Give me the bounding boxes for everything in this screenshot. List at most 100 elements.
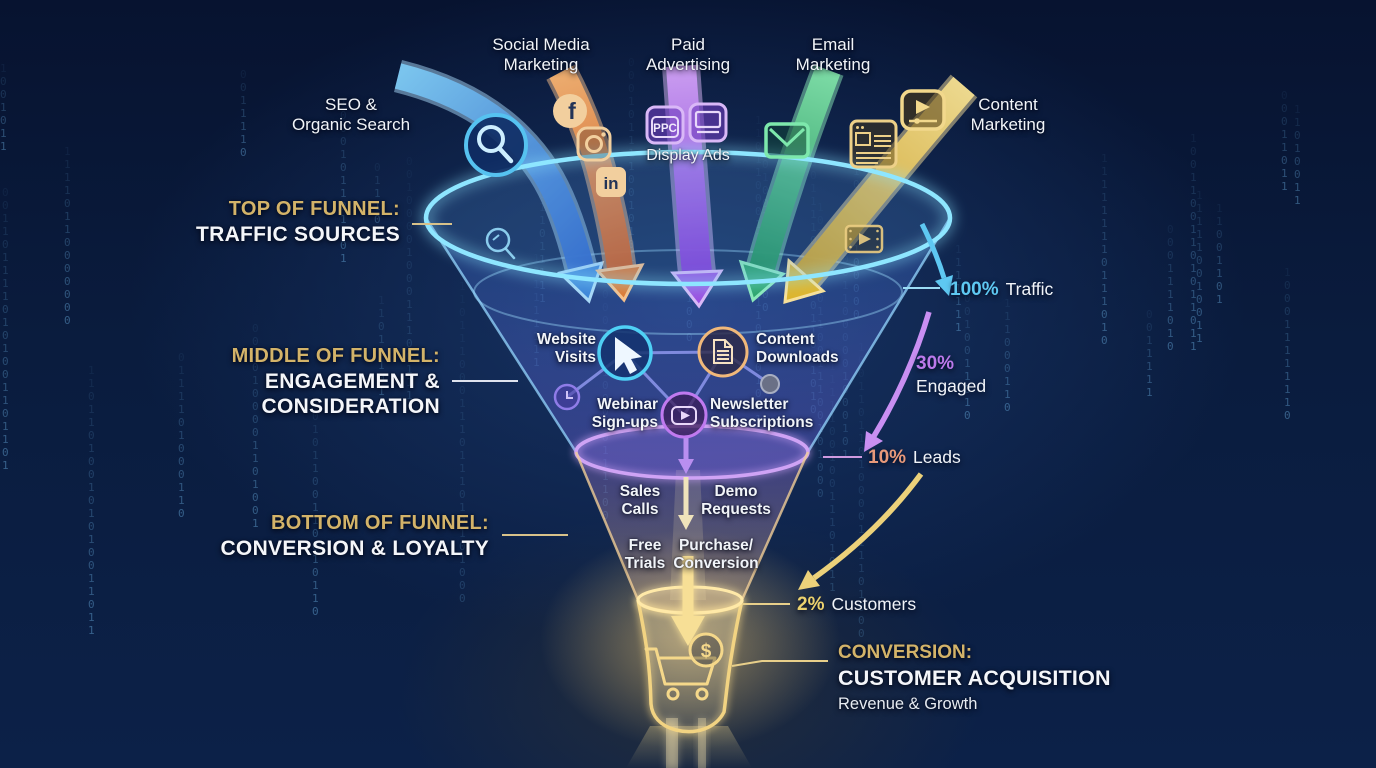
instagram-icon (576, 126, 612, 162)
funnel-wall (574, 451, 640, 601)
funnel-wall (740, 451, 810, 601)
stage-middle-of-funnel: MIDDLE OF FUNNEL: ENGAGEMENT & CONSIDERA… (140, 344, 440, 419)
label-line: Advertising (645, 54, 731, 74)
label-line: Webinar (597, 396, 658, 413)
facebook-icon (553, 94, 587, 128)
label-line: Visits (554, 348, 596, 366)
search-icon (464, 113, 528, 177)
label-line: Subscriptions (710, 413, 814, 431)
stage-heading: TOP OF FUNNEL: (228, 198, 400, 220)
metric-engaged: 30% Engaged (916, 353, 986, 397)
label-demo-requests: Demo Requests (684, 483, 788, 518)
metric-label: Leads (913, 447, 961, 467)
label-line: Marketing (795, 54, 871, 74)
label-display-ads: Display Ads (613, 146, 763, 166)
website-visits-node (597, 325, 653, 381)
stage-bottom-of-funnel: BOTTOM OF FUNNEL: CONVERSION & LOYALTY (160, 511, 489, 561)
dollar-sign: $ (701, 641, 712, 662)
metric-traffic: 100% Traffic (950, 279, 1053, 301)
label-line: Email (811, 35, 855, 54)
label-paid-advertising: Paid Advertising (613, 35, 763, 74)
label-content-downloads: Content Downloads (756, 331, 896, 366)
mini-search-icon (485, 227, 516, 260)
display-ads-icon (688, 102, 728, 143)
label-line: Purchase/ (678, 537, 754, 554)
inner-beam (670, 470, 706, 600)
cart-icon (644, 632, 724, 701)
bottom-flow-arrow (678, 477, 694, 530)
label-line: Sales (619, 483, 661, 500)
label-social-media-marketing: Social Media Marketing (456, 35, 626, 74)
metric-value: 30% (916, 353, 955, 374)
label-line: Conversion (673, 554, 759, 572)
label-line: Organic Search (291, 114, 411, 134)
stage-heading: MIDDLE OF FUNNEL: (231, 345, 440, 367)
engaged-metric-arrow (864, 311, 932, 452)
clock-icon (566, 391, 573, 399)
funnel-bottom-cone (576, 452, 808, 613)
stage-top-of-funnel: TOP OF FUNNEL: TRAFFIC SOURCES (140, 197, 400, 247)
webinar-node (553, 383, 581, 411)
label-line: Content (756, 331, 815, 348)
linkedin-letters: in (603, 174, 618, 193)
label-line: Calls (621, 500, 659, 518)
funnel-top-rim (423, 149, 953, 287)
customers-metric-arrow (798, 472, 924, 590)
stage-line: ENGAGEMENT & (264, 370, 440, 393)
label-line: Sign-ups (591, 413, 658, 431)
metric-value: 10% (868, 447, 907, 468)
label-newsletter-subscriptions: Newsletter Subscriptions (710, 396, 850, 431)
stage-heading: BOTTOM OF FUNNEL: (270, 512, 489, 534)
label-webinar-signups: Webinar Sign-ups (538, 396, 658, 431)
stage-line: TRAFFIC SOURCES (196, 223, 400, 246)
facebook-letter: f (568, 98, 576, 124)
dot-node (760, 374, 780, 394)
conversion-block: CONVERSION: CUSTOMER ACQUISITION Revenue… (838, 641, 1158, 716)
label-line: Marketing (970, 114, 1046, 134)
metric-leads: 10% Leads (868, 447, 961, 469)
connector-conversion (731, 660, 828, 667)
blog-article-icon (849, 119, 898, 169)
newsletter-node (660, 391, 708, 439)
video-play-icon (671, 406, 697, 425)
video-player-icon (900, 89, 946, 131)
middle-to-bottom-arrow (678, 438, 694, 474)
document-icon (713, 339, 733, 364)
label-purchase-conversion: Purchase/ Conversion (664, 537, 768, 572)
conversion-subtitle: Revenue & Growth (838, 695, 978, 713)
metric-label: Traffic (1005, 279, 1054, 299)
label-line: Requests (701, 500, 771, 518)
label-line: Paid (670, 35, 706, 54)
content-downloads-node (697, 326, 749, 378)
metric-label: Engaged (916, 376, 987, 396)
label-free-trials: Free Trials (603, 537, 687, 572)
film-strip-icon (844, 224, 884, 254)
label-line: Content (978, 95, 1038, 114)
ppc-icon (645, 105, 685, 145)
metric-customers: 2% Customers (797, 594, 916, 616)
label-sales-calls: Sales Calls (598, 483, 682, 518)
label-line: Downloads (756, 348, 839, 366)
label-line: Website (536, 331, 596, 348)
light-streak (698, 718, 706, 768)
label-content-marketing: Content Marketing (933, 95, 1083, 134)
light-beam (626, 726, 752, 768)
label-line: Social Media (492, 35, 590, 54)
metric-value: 2% (797, 594, 825, 615)
metric-value: 100% (950, 279, 999, 300)
label-line: Demo (714, 483, 758, 500)
funnel-wall (806, 217, 952, 453)
label-line: Newsletter (710, 396, 789, 413)
stage-line: CONVERSION & LOYALTY (220, 537, 489, 560)
metric-label: Customers (831, 594, 917, 614)
label-website-visits: Website Visits (476, 331, 596, 366)
label-line: Trials (624, 554, 666, 572)
label-seo-organic-search: SEO & Organic Search (266, 95, 436, 134)
cursor-icon (615, 337, 642, 374)
stage-line: CONSIDERATION (261, 395, 440, 418)
traffic-metric-arrow (919, 222, 953, 296)
funnel-wall (424, 217, 578, 453)
dollar-circle-icon (688, 632, 724, 668)
linkedin-icon (596, 167, 626, 197)
